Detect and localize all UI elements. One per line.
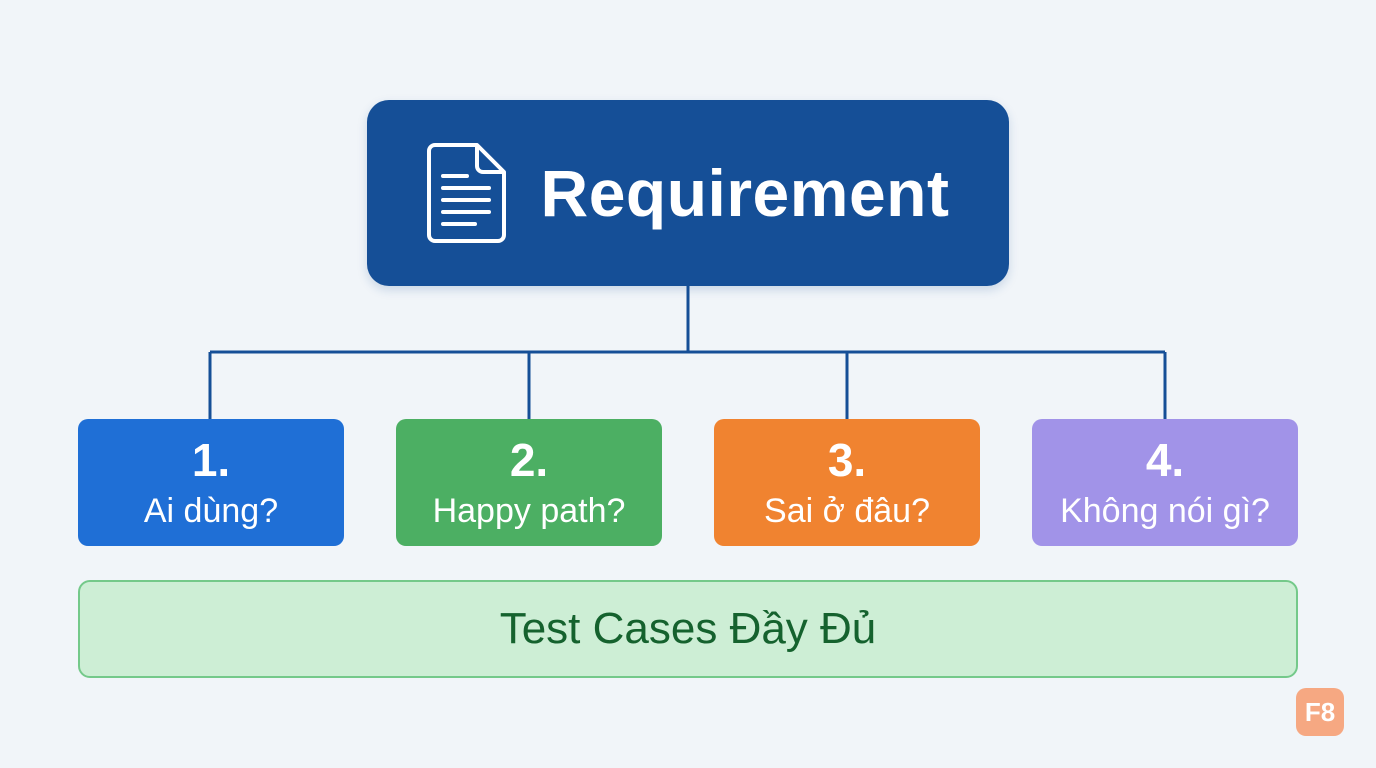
branch-number: 1.	[191, 433, 231, 486]
result-label: Test Cases Đầy Đủ	[499, 604, 877, 653]
branch-label: Happy path?	[432, 491, 626, 530]
logo-text: F8	[1304, 696, 1336, 727]
branch-number: 2.	[509, 433, 549, 486]
branch-label: Sai ở đâu?	[764, 491, 930, 530]
branch-label: Không nói gì?	[1060, 491, 1270, 530]
result-bar: Test Cases Đầy Đủ	[78, 580, 1298, 678]
branch-node-where-wrong: 3. Sai ở đâu?	[714, 419, 980, 546]
requirement-title: Requirement	[540, 156, 950, 230]
branch-number: 4.	[1145, 433, 1185, 486]
branch-label: Ai dùng?	[143, 491, 279, 530]
branch-node-who-uses: 1. Ai dùng?	[78, 419, 344, 546]
document-icon	[426, 142, 507, 244]
f8-logo: F8	[1296, 688, 1344, 736]
branch-number: 3.	[827, 433, 867, 486]
requirement-node: Requirement	[367, 100, 1009, 286]
branch-node-happy-path: 2. Happy path?	[396, 419, 662, 546]
branch-node-unstated: 4. Không nói gì?	[1032, 419, 1298, 546]
